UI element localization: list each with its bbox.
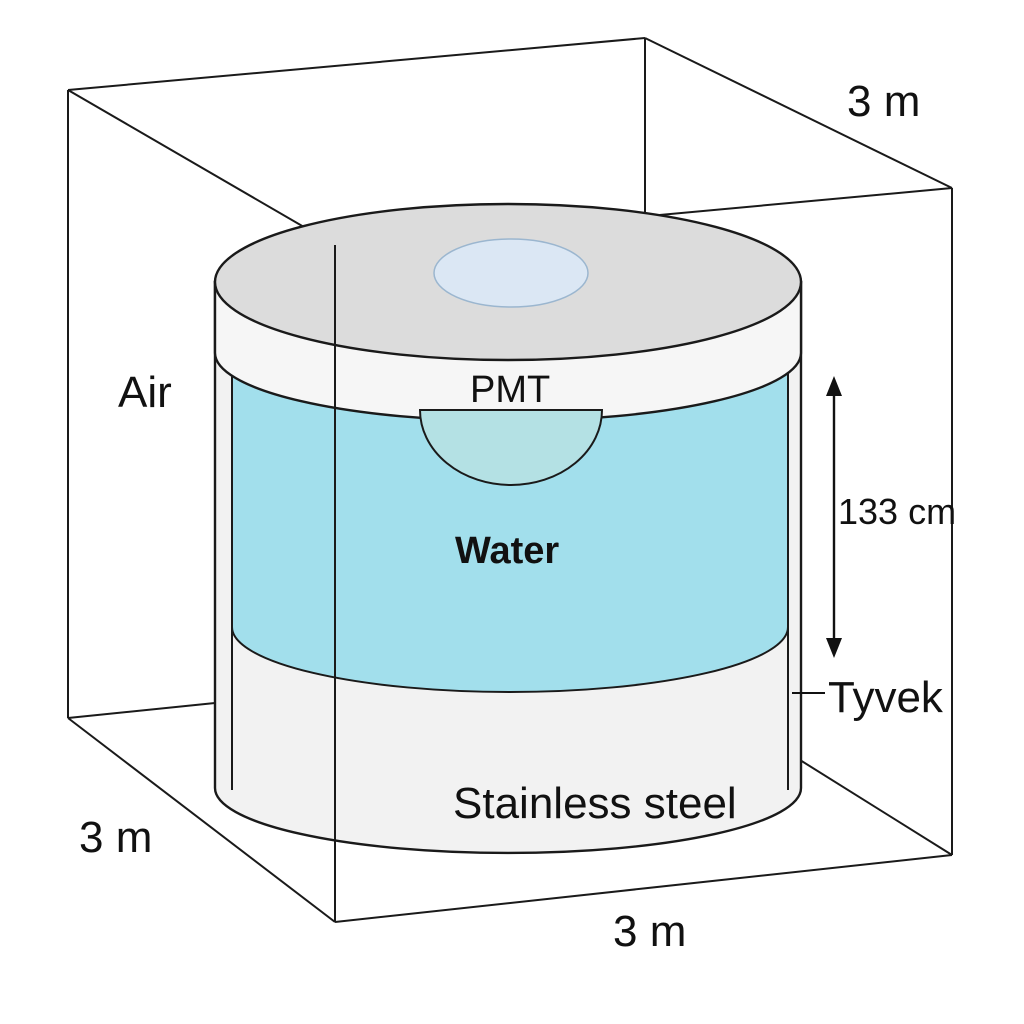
- tyvek-label: Tyvek: [828, 673, 944, 722]
- water-label: Water: [455, 530, 559, 572]
- water-height-arrow: [826, 376, 842, 658]
- pmt-window: [433, 238, 589, 308]
- box-depth-top-label: 3 m: [847, 77, 920, 126]
- box-depth-left-label: 3 m: [79, 813, 152, 862]
- water-volume: [231, 351, 789, 693]
- air-label: Air: [118, 368, 172, 417]
- pmt-dome: [418, 409, 604, 486]
- water-tank: [213, 202, 803, 855]
- box-width-bottom-label: 3 m: [613, 907, 686, 956]
- water-height-label: 133 cm: [838, 491, 956, 532]
- stainless-steel-label: Stainless steel: [453, 779, 737, 828]
- pmt-label: PMT: [470, 369, 550, 411]
